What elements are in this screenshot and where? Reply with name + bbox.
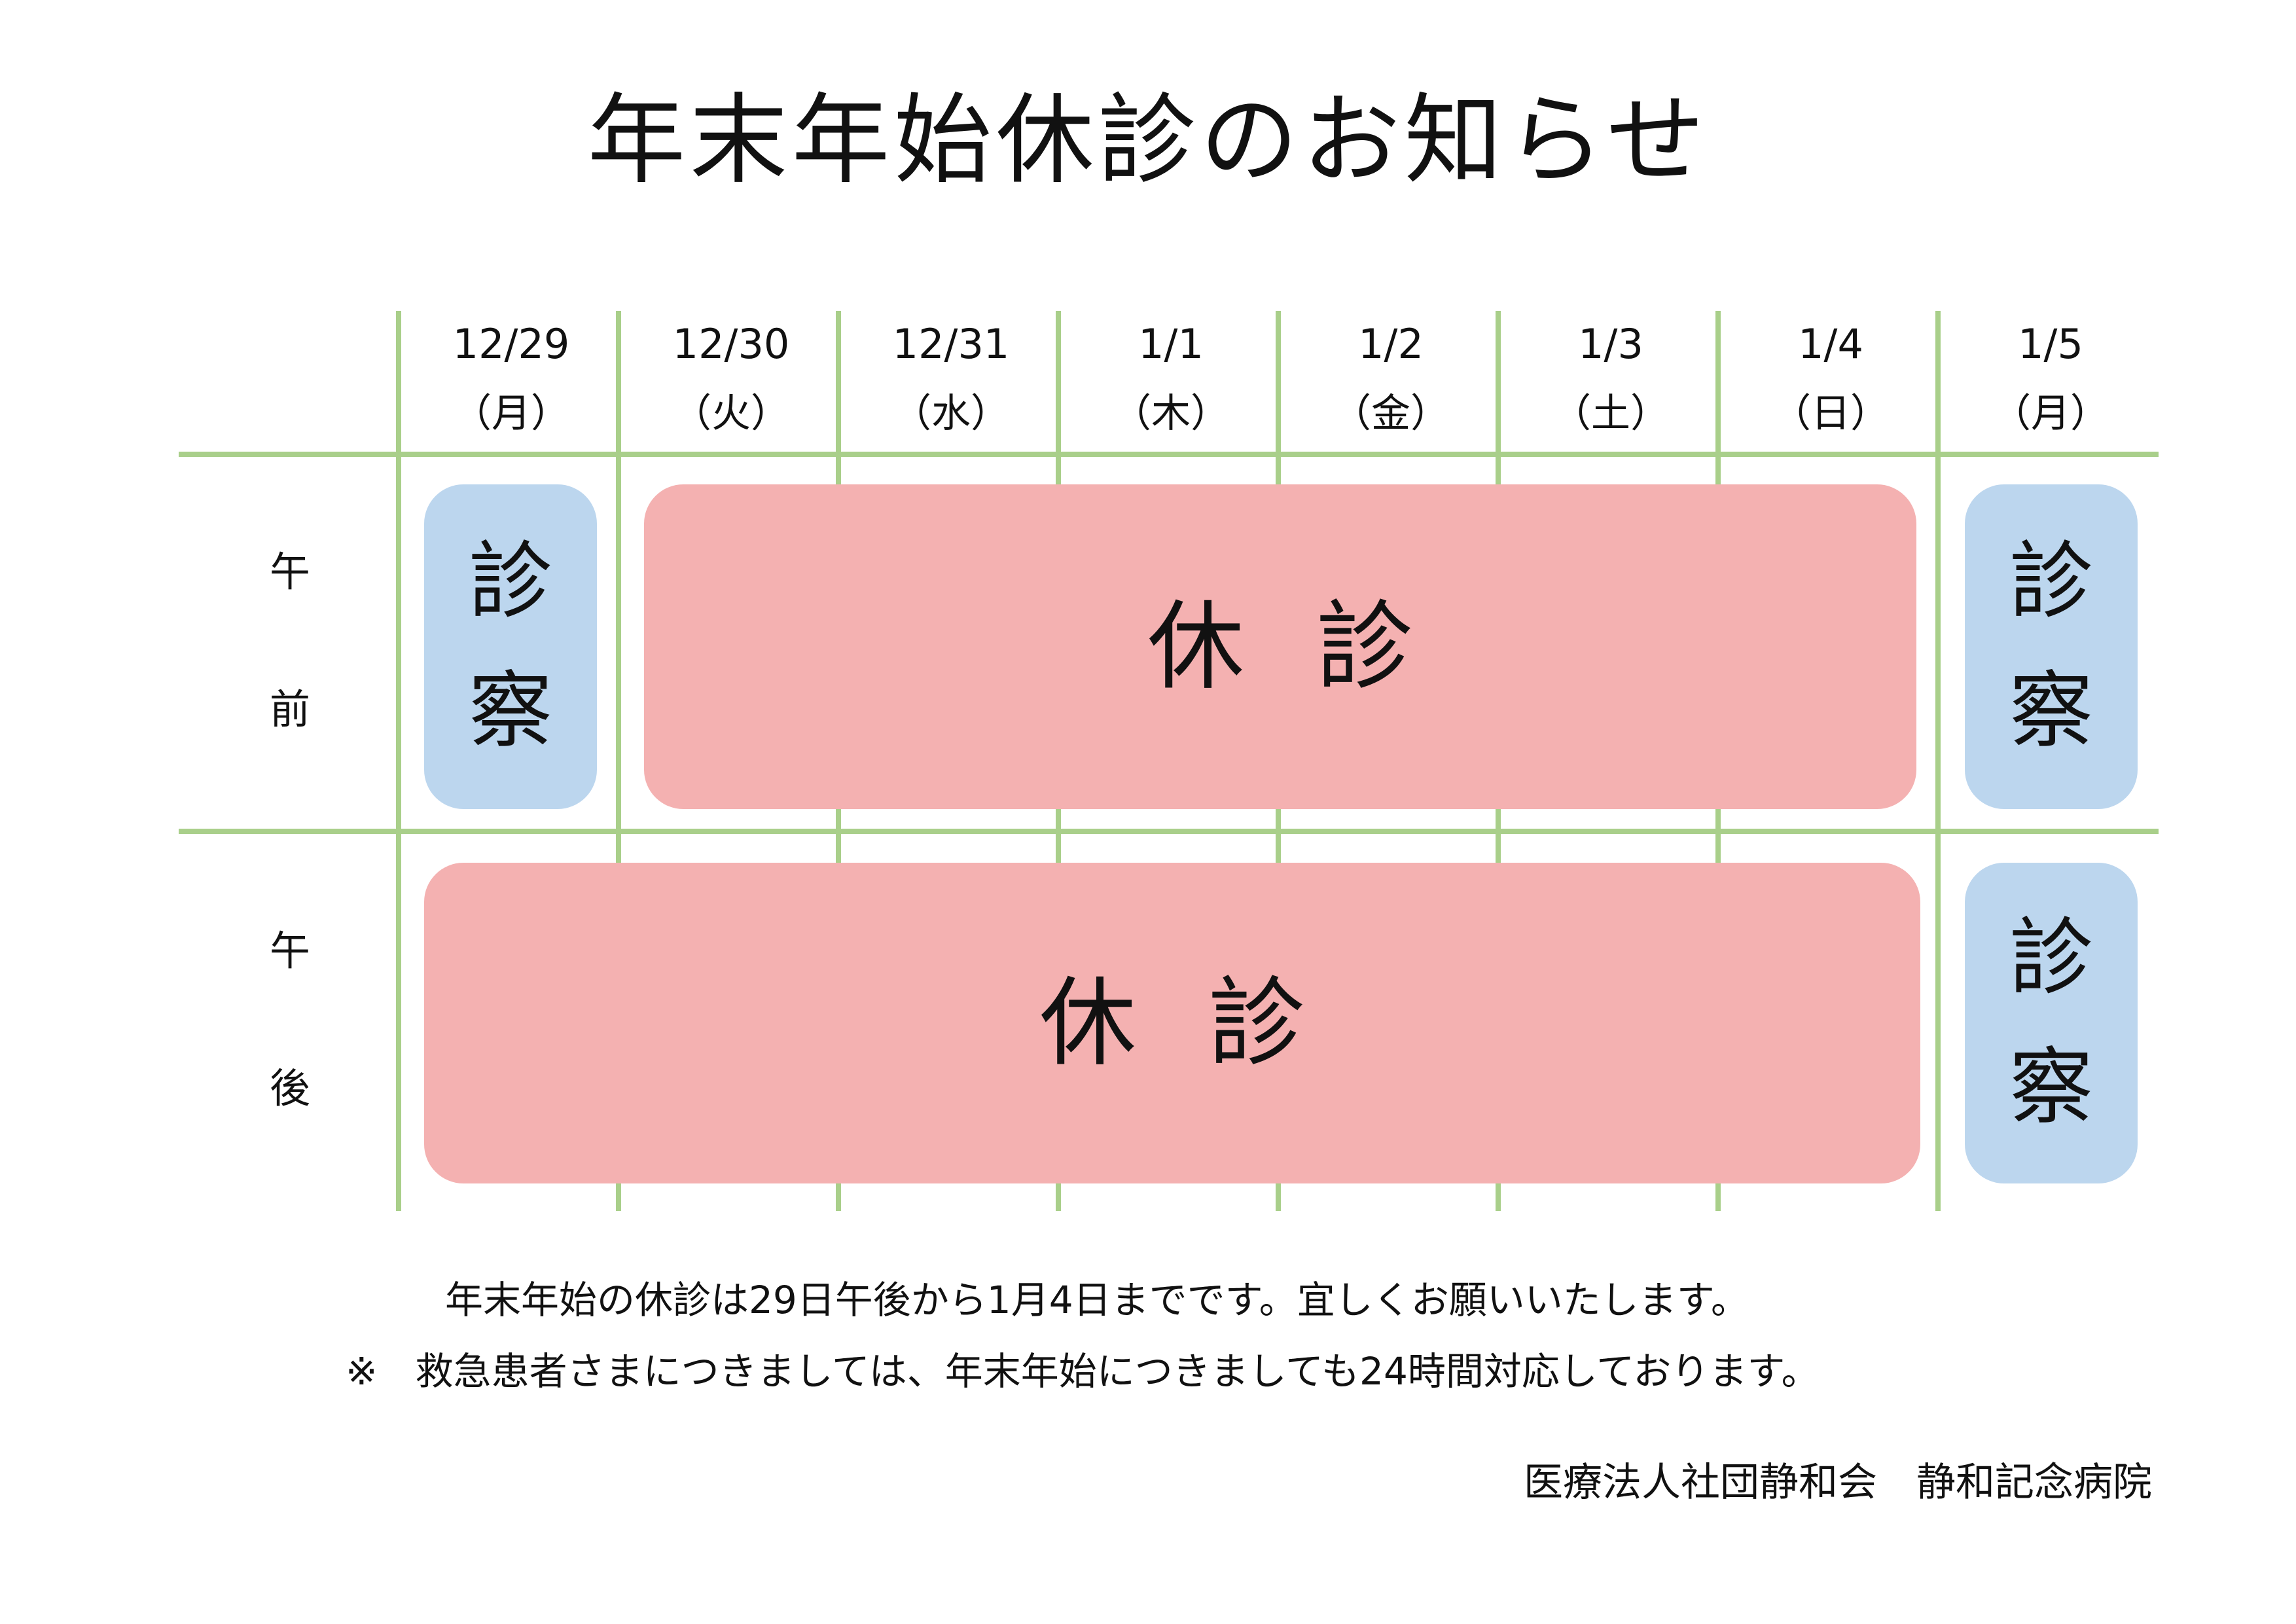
column-weekday: （水） [892,391,1010,437]
column-date: 12/31 [892,320,1010,368]
row-label-afternoon-1: 午 [269,927,310,975]
row-label-morning-2: 前 [269,685,310,733]
open-block-0105-am: 診 察 [1965,484,2138,809]
open-block-1229-am: 診 察 [424,484,597,809]
column-weekday: （日） [1772,391,1890,437]
closed-block-am: 休診 [644,484,1916,809]
column-weekday: （木） [1112,391,1230,437]
column-weekday: （土） [1552,391,1670,437]
grid-vline [616,311,621,1211]
column-weekday: （月） [1992,391,2109,437]
column-date: 12/30 [672,320,790,368]
hospital-name: 医療法人社団静和会 静和記念病院 [1524,1460,2152,1506]
grid-hline [179,452,2159,457]
open-char-1: 診 [2009,533,2093,630]
column-weekday: （火） [672,391,790,437]
column-weekday: （月） [452,391,570,437]
open-char-2: 察 [2009,1039,2093,1136]
note-emergency: ※ 救急患者さまにつきましては、年末年始につきましても24時間対応しております。 [346,1349,1820,1394]
note-holiday-period: 年末年始の休診は29日午後から1月4日までです。宜しくお願いいたします。 [445,1278,1749,1322]
page-title: 年末年始休診のお知らせ [587,84,1709,198]
column-date: 12/29 [452,320,570,368]
open-char-1: 診 [468,533,552,630]
row-label-afternoon-2: 後 [269,1064,310,1112]
column-date: 1/3 [1578,320,1643,368]
open-char-1: 診 [2009,909,2093,1007]
closed-label: 休診 [1039,967,1377,1079]
column-weekday: （金） [1332,391,1450,437]
open-block-0105-pm: 診 察 [1965,863,2138,1183]
grid-vline [396,311,401,1211]
grid-vline [1935,311,1941,1211]
closed-label: 休診 [1147,590,1485,703]
row-label-morning-1: 午 [269,548,310,596]
closed-block-pm: 休診 [424,863,1920,1183]
open-char-2: 察 [468,662,552,760]
grid-hline [179,829,2159,834]
column-date: 1/1 [1138,320,1204,368]
open-char-2: 察 [2009,662,2093,760]
column-date: 1/4 [1798,320,1863,368]
column-date: 1/5 [2018,320,2083,368]
column-date: 1/2 [1358,320,1424,368]
